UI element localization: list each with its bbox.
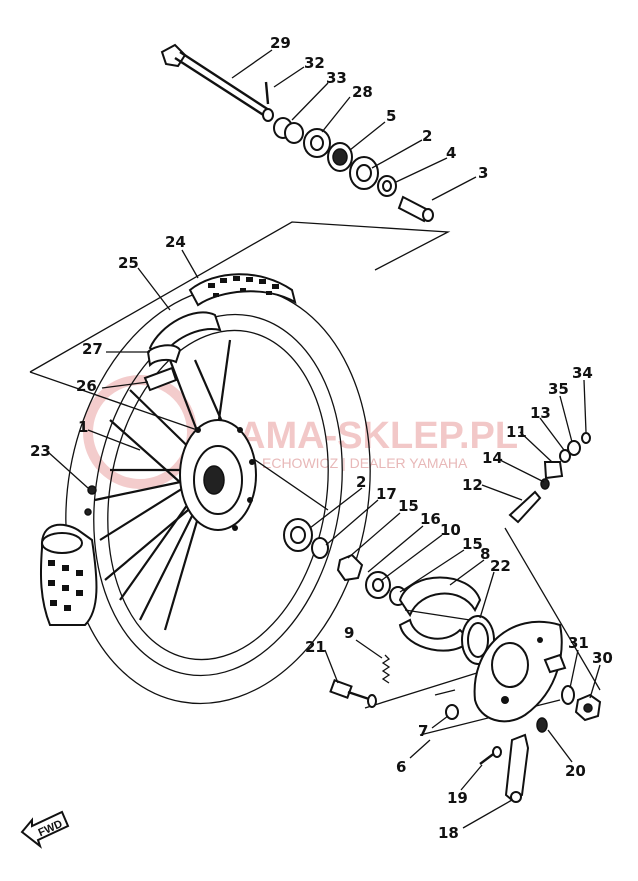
callout-17: 17 (376, 485, 397, 503)
bearing-upper (327, 142, 353, 172)
rim-band (146, 344, 182, 368)
front-axle (160, 43, 274, 122)
callout-16: 16 (420, 510, 441, 528)
watermark-main-text: AMA-SKLEP.PL (238, 415, 518, 457)
callout-2-lower: 2 (356, 473, 366, 491)
brake-camshaft (329, 679, 377, 708)
callout-34: 34 (572, 364, 593, 382)
watermark-sub-text: ECHOWICZ | DEALER YAMAHA (262, 455, 468, 471)
callout-5: 5 (386, 107, 396, 125)
tire-tread-top (188, 273, 297, 307)
callout-2-upper: 2 (422, 127, 432, 145)
callout-25: 25 (118, 254, 139, 272)
spacer (397, 195, 434, 223)
callout-22: 22 (490, 557, 511, 575)
callout-32: 32 (304, 54, 325, 72)
oil-seal (303, 128, 331, 158)
callout-13: 13 (530, 404, 551, 422)
callout-26: 26 (76, 377, 97, 395)
callout-21: 21 (305, 638, 326, 656)
callout-15-lower: 15 (462, 535, 483, 553)
callout-30: 30 (592, 649, 613, 667)
callout-9: 9 (344, 624, 354, 642)
callout-15-upper: 15 (398, 497, 419, 515)
callout-1: 1 (78, 418, 88, 436)
return-spring (381, 654, 391, 684)
callout-27: 27 (82, 340, 103, 358)
callout-28: 28 (352, 83, 373, 101)
bearing-left (349, 156, 379, 190)
callout-18: 18 (438, 824, 459, 842)
callout-33: 33 (326, 69, 347, 87)
brake-shoe-kit (398, 576, 482, 652)
camshaft-lever (504, 733, 530, 803)
bearing-right (283, 518, 313, 552)
plug (445, 704, 459, 720)
callout-14: 14 (482, 449, 503, 467)
cotter-pin (264, 81, 270, 105)
callout-19: 19 (447, 789, 468, 807)
callout-3: 3 (478, 164, 488, 182)
callout-10: 10 (440, 521, 461, 539)
plate-washer (561, 685, 575, 705)
axle-nut (574, 693, 602, 722)
tire-tread-bottom (39, 523, 98, 626)
lever-bolt (479, 746, 502, 765)
callout-29: 29 (270, 34, 291, 52)
brake-shoe-plate (473, 620, 567, 723)
callout-24: 24 (165, 233, 186, 251)
callout-7: 7 (418, 722, 428, 740)
callout-8: 8 (480, 545, 490, 563)
collar (273, 117, 304, 144)
callout-labels: 29 32 33 28 5 2 4 3 24 25 27 26 1 23 2 1… (30, 34, 613, 842)
circlip (377, 175, 397, 197)
leader-lines (47, 49, 601, 829)
callout-6: 6 (396, 758, 406, 776)
callout-35: 35 (548, 380, 569, 398)
meter-gear-parts (508, 432, 591, 524)
callout-23: 23 (30, 442, 51, 460)
callout-4: 4 (446, 144, 456, 162)
camshaft-lever-nut (536, 717, 548, 733)
wheel-hub (179, 419, 257, 531)
circlip-right (311, 537, 329, 559)
watermark: AMA-SKLEP.PL ECHOWICZ | DEALER YAMAHA (83, 375, 518, 489)
callout-12: 12 (462, 476, 483, 494)
meter-clutch (336, 553, 364, 582)
callout-11: 11 (506, 423, 527, 441)
forward-arrow: FWD (20, 810, 70, 849)
callout-20: 20 (565, 762, 586, 780)
spoke-nipple (84, 485, 97, 516)
rim-lock (143, 366, 178, 392)
callout-31: 31 (568, 634, 589, 652)
